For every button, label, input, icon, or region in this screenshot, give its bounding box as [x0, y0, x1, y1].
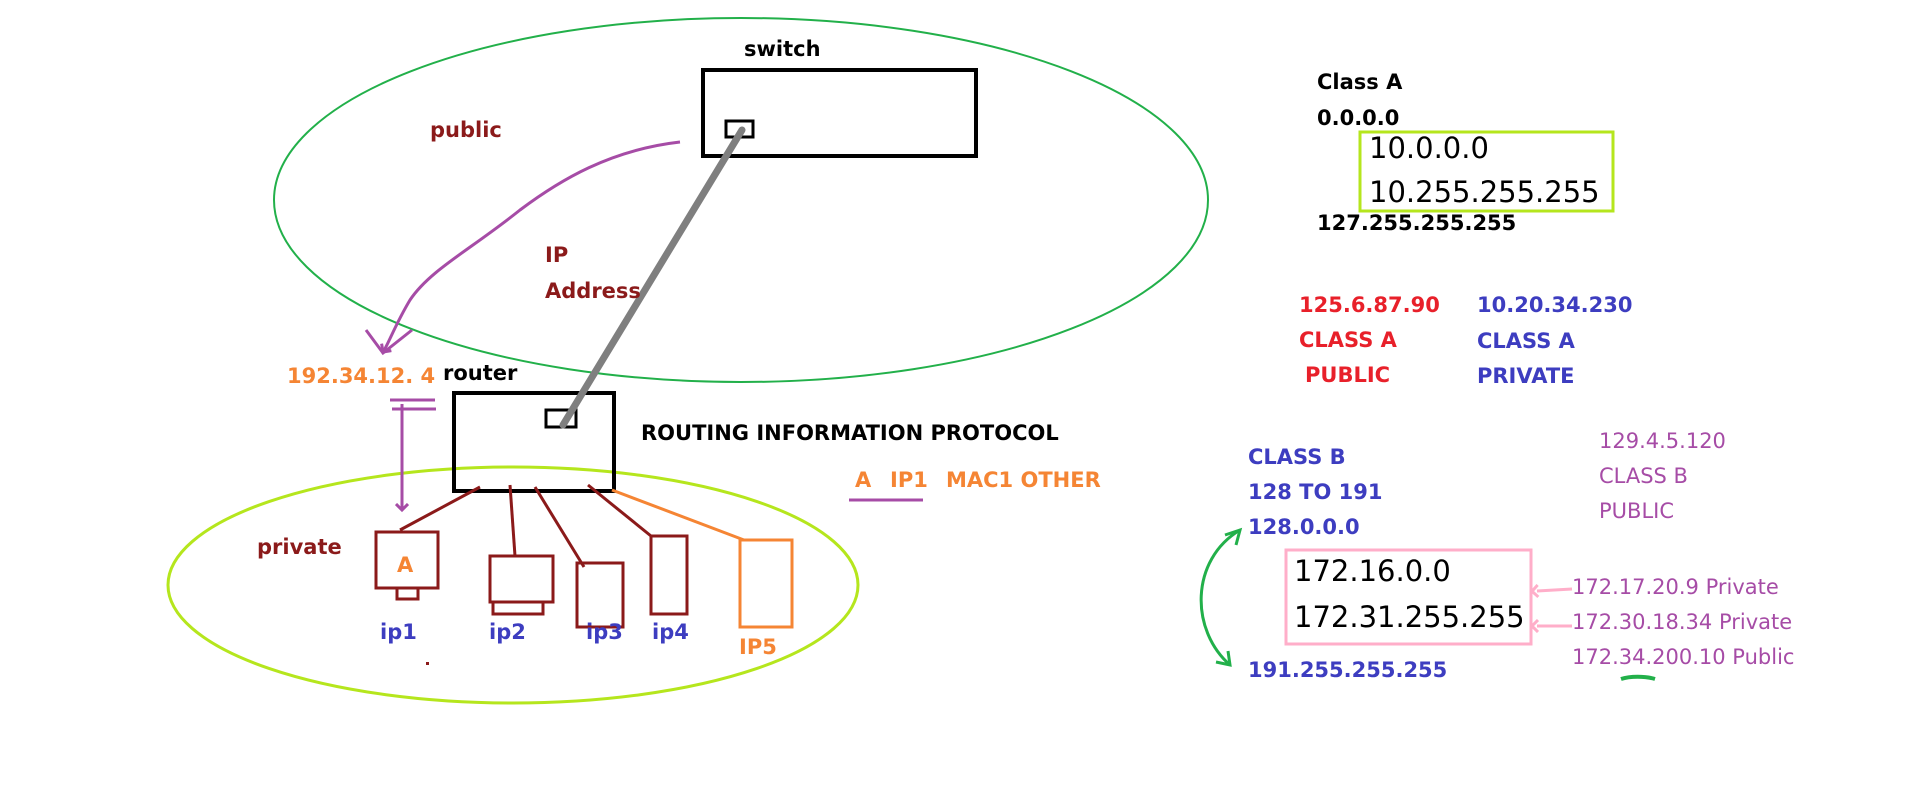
- class-b-private-end: 172.31.255.255: [1294, 600, 1525, 634]
- class-b-range: 128 TO 191: [1248, 480, 1383, 504]
- green-underline-mark: [1620, 674, 1656, 681]
- class-b-check-2: 172.30.18.34 Private: [1572, 610, 1793, 634]
- device-ip3: [575, 561, 625, 629]
- router-label: router: [443, 361, 518, 385]
- class-a-end: 127.255.255.255: [1317, 211, 1517, 235]
- public-label: public: [430, 118, 502, 142]
- switch-label: switch: [744, 37, 821, 61]
- class-a-public-example-ip: 125.6.87.90: [1299, 293, 1440, 317]
- device-ip4: [649, 534, 689, 616]
- router-ip-label: 192.34.12. 4: [287, 364, 436, 388]
- private-label: private: [257, 535, 342, 559]
- host-label-ip2: ip2: [489, 620, 526, 644]
- public-network-ellipse: [273, 17, 1209, 383]
- table-col-a: A: [855, 468, 872, 492]
- class-a-public-example-class: CLASS A: [1299, 328, 1397, 352]
- class-b-range-double-arrow: [1199, 528, 1241, 667]
- host-label-ip1: ip1: [380, 620, 417, 644]
- ip-address-label-2: Address: [545, 279, 641, 303]
- link-ip2: [508, 484, 517, 557]
- device-ip2: [488, 554, 555, 604]
- class-b-example-type: PUBLIC: [1599, 499, 1674, 523]
- switch-router-cable: [559, 126, 746, 429]
- class-b-title: CLASS B: [1248, 445, 1346, 469]
- class-a-title: Class A: [1317, 70, 1403, 94]
- class-a-private-start: 10.0.0.0: [1369, 131, 1489, 165]
- device-ip2-base: [491, 600, 545, 616]
- class-a-public-example-type: PUBLIC: [1305, 363, 1391, 387]
- class-a-private-example-ip: 10.20.34.230: [1477, 293, 1633, 317]
- link-ip5: [611, 488, 745, 542]
- class-a-private-example-type: PRIVATE: [1477, 364, 1575, 388]
- stray-dot: [426, 662, 429, 665]
- router-ip-underline-mark: [364, 328, 413, 356]
- class-b-check-3: 172.34.200.10 Public: [1572, 645, 1795, 669]
- switch-box: [701, 68, 978, 158]
- class-b-arrow-head-top: [1224, 527, 1243, 546]
- host-label-ip3: ip3: [586, 620, 623, 644]
- table-col-mac: MAC1 OTHER: [946, 468, 1101, 492]
- device-ip1-base: [395, 586, 420, 601]
- private-network-ellipse: [166, 465, 860, 705]
- link-ip1: [399, 485, 481, 532]
- device-a-letter: A: [397, 553, 414, 577]
- class-b-example-class: CLASS B: [1599, 464, 1688, 488]
- link-ip4: [587, 483, 652, 538]
- class-b-check-1: 172.17.20.9 Private: [1572, 575, 1779, 599]
- table-col-ip: IP1: [890, 468, 928, 492]
- class-a-private-end: 10.255.255.255: [1369, 175, 1600, 209]
- class-b-start: 128.0.0.0: [1248, 515, 1360, 539]
- link-ip3: [533, 486, 586, 568]
- device-ip5: [738, 538, 794, 629]
- class-a-private-example-class: CLASS A: [1477, 329, 1575, 353]
- host-label-ip4: ip4: [652, 620, 689, 644]
- check-arrow-1: [1537, 589, 1573, 591]
- class-b-example-ip: 129.4.5.120: [1599, 429, 1726, 453]
- class-b-end: 191.255.255.255: [1248, 658, 1448, 682]
- ip-address-label-1: IP: [545, 243, 569, 267]
- router-box: [452, 391, 616, 493]
- protocol-label: ROUTING INFORMATION PROTOCOL: [641, 421, 1059, 445]
- host-label-ip5: IP5: [739, 635, 777, 659]
- class-b-arrow-head-bottom: [1215, 650, 1232, 667]
- class-a-start: 0.0.0.0: [1317, 106, 1400, 130]
- class-b-private-start: 172.16.0.0: [1294, 554, 1451, 588]
- class-a-private-box: [1358, 130, 1615, 213]
- public-to-router-arrow: [383, 140, 681, 352]
